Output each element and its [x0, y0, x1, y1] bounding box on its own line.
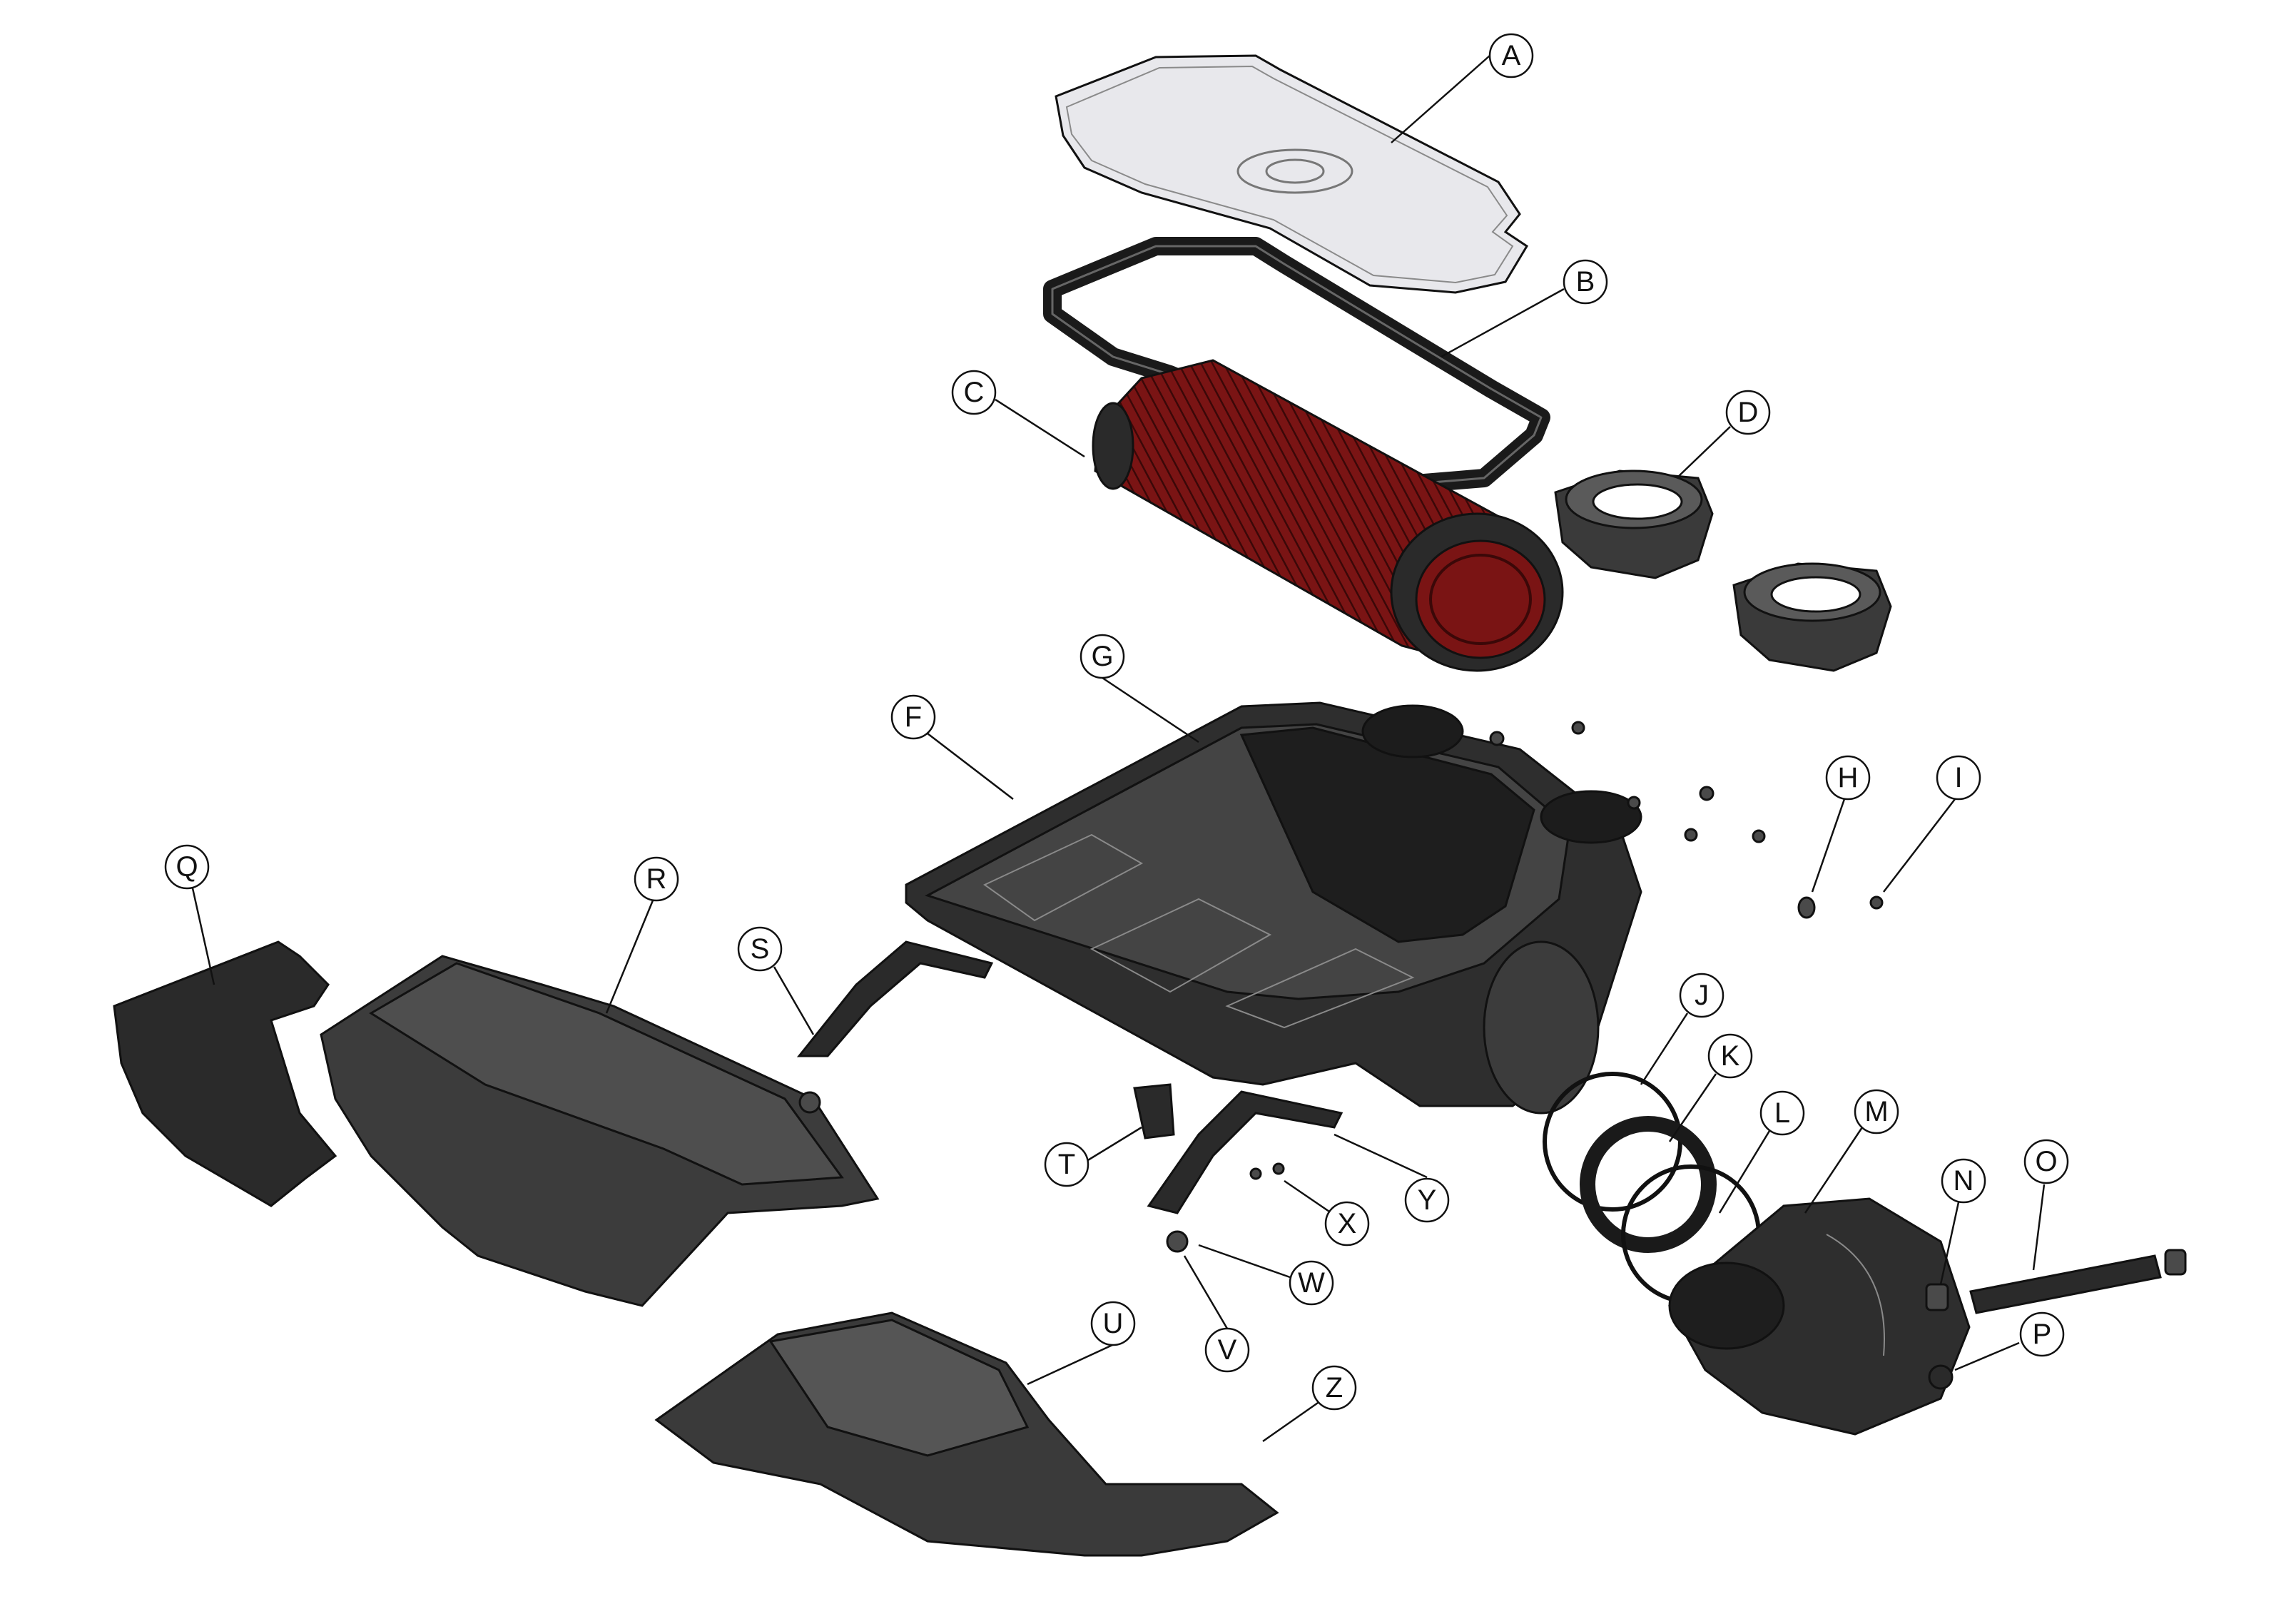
callout-u: U — [1090, 1301, 1136, 1346]
callout-h: H — [1825, 755, 1871, 801]
callout-r-label: R — [646, 863, 667, 895]
callout-l: L — [1759, 1090, 1805, 1136]
callout-r: R — [634, 856, 679, 902]
part-h-i-hardware — [1489, 721, 1884, 919]
callout-i: I — [1936, 755, 1981, 801]
callout-x-label: X — [1338, 1208, 1357, 1239]
part-a-clear-lid — [1055, 54, 1529, 294]
callout-d: D — [1725, 390, 1771, 435]
callout-g: G — [1080, 634, 1125, 679]
callout-t: T — [1044, 1142, 1089, 1187]
callout-i-label: I — [1954, 762, 1962, 793]
callout-m-label: M — [1864, 1096, 1888, 1127]
callout-j: J — [1679, 973, 1724, 1018]
callout-o: O — [2023, 1139, 2069, 1184]
part-f-g-airbox — [905, 701, 1642, 1115]
callout-b: B — [1563, 259, 1608, 305]
callout-w: W — [1289, 1260, 1334, 1306]
callout-v: V — [1204, 1327, 1250, 1373]
callout-z: Z — [1311, 1365, 1357, 1411]
part-q-shield — [113, 940, 337, 1207]
callout-m: M — [1854, 1089, 1899, 1135]
part-u-shield — [654, 1311, 1279, 1557]
callout-n-label: N — [1954, 1165, 1974, 1197]
callout-u-label: U — [1103, 1308, 1124, 1339]
callout-c-label: C — [964, 377, 985, 408]
callout-x: X — [1324, 1201, 1370, 1247]
callout-s: S — [737, 926, 783, 972]
callout-w-label: W — [1298, 1267, 1325, 1299]
callout-y-label: Y — [1418, 1184, 1437, 1216]
part-n-o-p-tube — [1925, 1249, 2187, 1390]
callout-v-label: V — [1218, 1334, 1237, 1366]
callout-c: C — [951, 370, 997, 415]
callout-a: A — [1488, 33, 1534, 78]
callout-p: P — [2019, 1311, 2065, 1357]
callout-l-label: L — [1774, 1097, 1790, 1129]
callout-t-label: T — [1058, 1149, 1075, 1180]
part-c-air-filter — [1092, 359, 1564, 672]
callout-s-label: S — [751, 933, 770, 965]
callout-z-label: Z — [1326, 1372, 1343, 1404]
part-d-adapter-rings — [1554, 469, 1892, 672]
callout-k: K — [1707, 1033, 1753, 1079]
callout-a-label: A — [1502, 40, 1521, 71]
callout-q: Q — [164, 844, 210, 890]
callout-f: F — [890, 694, 936, 740]
part-y-bracket — [1147, 1090, 1343, 1214]
callout-o-label: O — [2035, 1146, 2057, 1177]
leader-lines — [191, 55, 2046, 1443]
callout-b-label: B — [1576, 266, 1595, 298]
part-b-gasket — [1043, 237, 1550, 494]
callout-q-label: Q — [176, 851, 198, 883]
callout-y: Y — [1404, 1177, 1450, 1223]
callout-d-label: D — [1738, 397, 1759, 428]
part-s-bracket — [796, 940, 994, 1114]
part-m-elbow — [1668, 1197, 1971, 1436]
callout-g-label: G — [1091, 641, 1113, 672]
callout-n: N — [1941, 1158, 1986, 1204]
callout-h-label: H — [1838, 762, 1859, 793]
callout-k-label: K — [1721, 1040, 1740, 1072]
callout-j-label: J — [1695, 980, 1709, 1011]
part-r-shield — [320, 955, 880, 1307]
part-t-v-w-x-hardware — [1133, 1083, 1285, 1253]
callout-p-label: P — [2033, 1319, 2052, 1350]
callout-f-label: F — [905, 701, 922, 733]
